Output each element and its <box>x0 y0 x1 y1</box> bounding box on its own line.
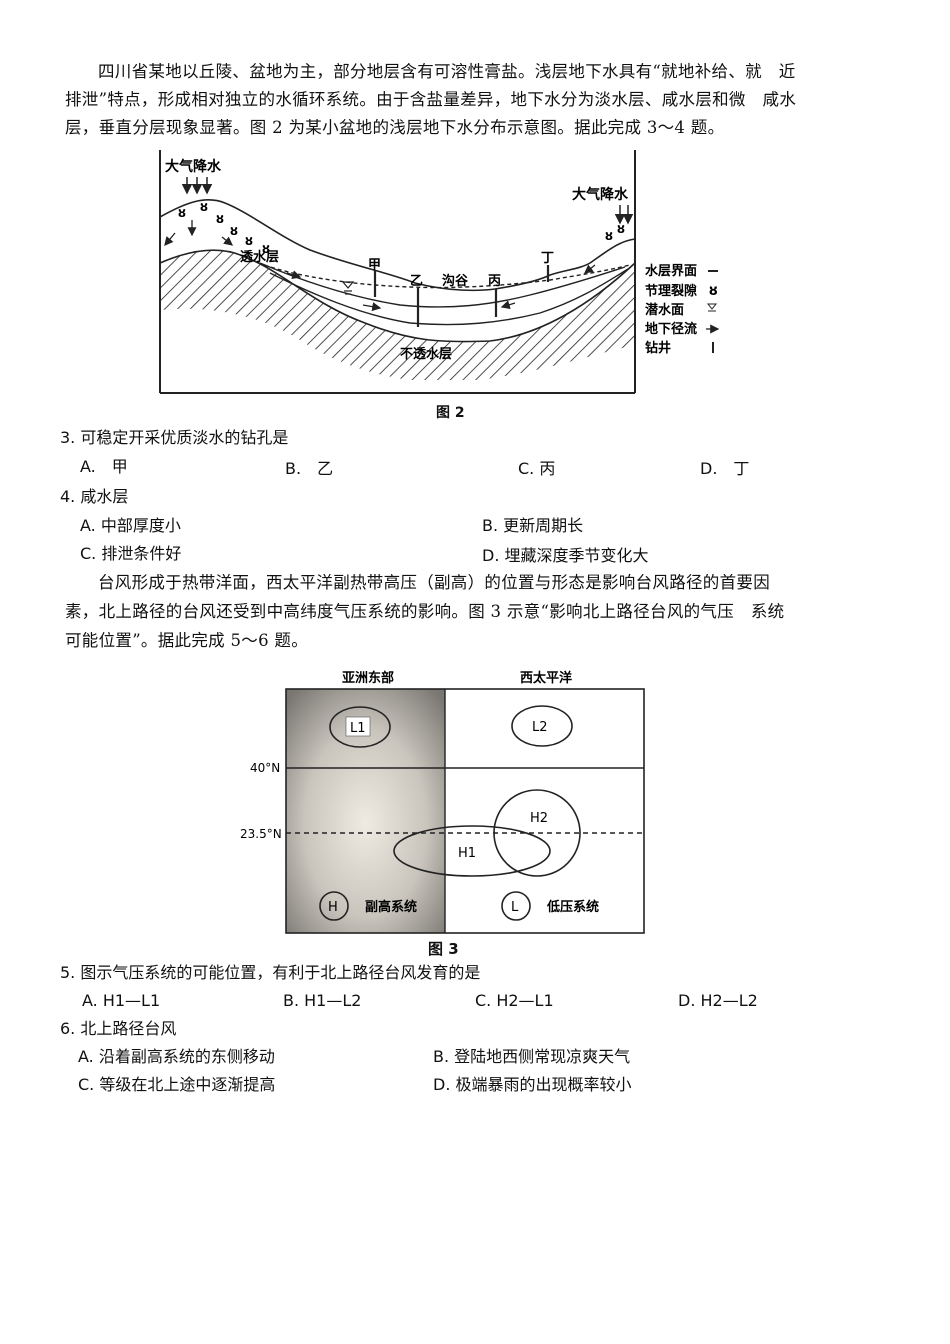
svg-text:ȣ: ȣ <box>216 212 224 226</box>
figure-3-caption: 图 3 <box>428 940 459 958</box>
high-legend-icon <box>319 891 349 921</box>
svg-text:地下径流: 地下径流 <box>645 321 697 337</box>
svg-text:ȣ: ȣ <box>230 224 238 238</box>
question-5-stem: 5. 图示气压系统的可能位置，有利于北上路径台风发育的是 <box>60 963 481 982</box>
intro-paragraph-1-line-3: 层，垂直分层现象显著。图 2 为某小盆地的浅层地下水分布示意图。据此完成 3～4… <box>65 118 725 137</box>
intro-paragraph-2-line-3: 可能位置”。据此完成 5～6 题。 <box>65 631 309 650</box>
intro-paragraph-2-line-1: 台风形成于热带洋面，西太平洋副热带高压（副高）的位置与形态是影响台风路径的首要因 <box>98 573 770 592</box>
svg-text:ȣ: ȣ <box>245 234 253 248</box>
svg-text:L: L <box>511 900 519 915</box>
svg-text:ȣ: ȣ <box>617 222 625 236</box>
figure-3-legend: H 副高系统 L 低压系统 <box>319 891 599 921</box>
column-east-asia-label: 亚洲东部 <box>342 670 394 686</box>
question-3-stem: 3. 可稳定开采优质淡水的钻孔是 <box>60 428 289 447</box>
column-west-pacific-label: 西太平洋 <box>520 670 572 686</box>
intro-paragraph-2-line-2: 素，北上路径的台风还受到中高纬度气压系统的影响。图 3 示意“影响北上路径台风的… <box>65 602 785 621</box>
question-6-stem: 6. 北上路径台风 <box>60 1019 177 1038</box>
figure-2-caption: 图 2 <box>436 405 465 421</box>
precip-right-label: 大气降水 <box>572 186 629 203</box>
svg-text:水层界面: 水层界面 <box>645 263 697 279</box>
question-5-option-d[interactable]: D. H2—L2 <box>678 991 758 1010</box>
question-4-option-b[interactable]: B. 更新周期长 <box>482 516 584 535</box>
question-6-option-b[interactable]: B. 登陆地西侧常现凉爽天气 <box>433 1047 631 1066</box>
question-3-option-d[interactable]: D. 丁 <box>700 459 750 478</box>
permeable-label: 透水层 <box>240 249 279 265</box>
svg-text:ȣ: ȣ <box>605 229 613 243</box>
impermeable-layer <box>160 250 635 380</box>
svg-text:H: H <box>328 900 338 915</box>
svg-text:低压系统: 低压系统 <box>546 899 599 915</box>
ground-surface <box>159 199 636 292</box>
subtropical-high-h2 <box>493 789 581 877</box>
question-3-option-a[interactable]: A. 甲 <box>80 457 128 476</box>
subtropical-high-h1 <box>393 825 551 877</box>
low-legend-icon <box>501 891 531 921</box>
joint-fissure-icon: ȣ <box>709 284 718 299</box>
question-5-option-a[interactable]: A. H1—L1 <box>82 991 161 1010</box>
question-6-option-c[interactable]: C. 等级在北上途中逐渐提高 <box>78 1075 276 1094</box>
valley-label: 沟谷 <box>442 273 469 289</box>
impermeable-label: 不透水层 <box>400 346 452 362</box>
question-4-option-c[interactable]: C. 排泄条件好 <box>80 544 182 563</box>
svg-text:ȣ: ȣ <box>200 200 208 214</box>
low-pressure-l2 <box>511 705 573 747</box>
precipitation-arrows-left <box>181 177 634 225</box>
precip-left-label: 大气降水 <box>165 158 222 175</box>
question-5-option-c[interactable]: C. H2—L1 <box>475 991 554 1010</box>
well-bing-label: 丙 <box>488 274 501 289</box>
well-jia-label: 甲 <box>368 258 381 273</box>
well-yi-label: 乙 <box>410 274 423 289</box>
svg-text:副高系统: 副高系统 <box>365 899 417 915</box>
svg-text:潜水面: 潜水面 <box>645 302 684 318</box>
intro-paragraph-1-line-1: 四川省某地以丘陵、盆地为主，部分地层含有可溶性膏盐。浅层地下水具有“就地补给、就… <box>98 62 796 81</box>
svg-text:ȣ: ȣ <box>178 206 186 220</box>
lat-23-5n-label: 23.5°N <box>240 827 282 841</box>
question-3-option-c[interactable]: C. 丙 <box>518 459 556 478</box>
question-5-option-b[interactable]: B. H1—L2 <box>283 991 362 1010</box>
svg-text:H2: H2 <box>530 811 548 826</box>
svg-text:钻井: 钻井 <box>645 340 671 356</box>
water-table-icon <box>706 303 718 312</box>
question-3-option-b[interactable]: B. 乙 <box>285 459 334 478</box>
question-4-option-a[interactable]: A. 中部厚度小 <box>80 516 181 535</box>
low-pressure-l1 <box>329 706 391 748</box>
well-ding-label: 丁 <box>541 251 554 266</box>
water-table <box>244 256 631 289</box>
question-4-stem: 4. 咸水层 <box>60 487 129 506</box>
intro-paragraph-1-line-2: 排泄”特点，形成相对独立的水循环系统。由于含盐量差异，地下水分为淡水层、咸水层和… <box>65 90 797 109</box>
svg-text:ȣ: ȣ <box>262 242 270 256</box>
lat-40n-label: 40°N <box>250 761 280 775</box>
svg-text:节理裂隙: 节理裂隙 <box>645 283 697 299</box>
figure-3-pressure-systems-diagram: 亚洲东部 西太平洋 40°N 23.5°N L1 L2 H1 H2 <box>240 670 645 934</box>
svg-text:L1: L1 <box>350 721 366 736</box>
svg-text:L2: L2 <box>532 720 548 735</box>
svg-text:H1: H1 <box>458 846 476 861</box>
water-table-symbol-icon <box>341 281 355 295</box>
question-6-option-d[interactable]: D. 极端暴雨的出现概率较小 <box>433 1075 632 1094</box>
question-4-option-d[interactable]: D. 埋藏深度季节变化大 <box>482 546 649 565</box>
question-6-option-a[interactable]: A. 沿着副高系统的东侧移动 <box>78 1047 275 1066</box>
figure-2-legend: 水层界面 节理裂隙 ȣ 潜水面 地下径流 钻井 <box>645 263 720 356</box>
